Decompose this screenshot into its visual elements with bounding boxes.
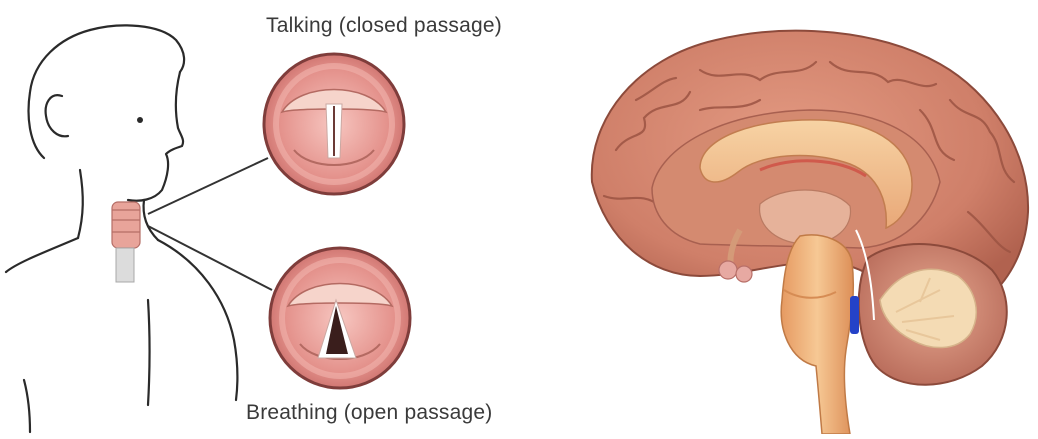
larynx-open-diagram bbox=[270, 248, 410, 388]
label-breathing: Breathing (open passage) bbox=[246, 401, 492, 425]
label-talking: Talking (closed passage) bbox=[266, 14, 502, 38]
highlight-marker bbox=[850, 296, 859, 334]
brain-diagram bbox=[592, 31, 1028, 434]
larynx-closed-diagram bbox=[264, 54, 404, 194]
brainstem bbox=[781, 235, 853, 434]
neck-larynx bbox=[112, 202, 140, 282]
